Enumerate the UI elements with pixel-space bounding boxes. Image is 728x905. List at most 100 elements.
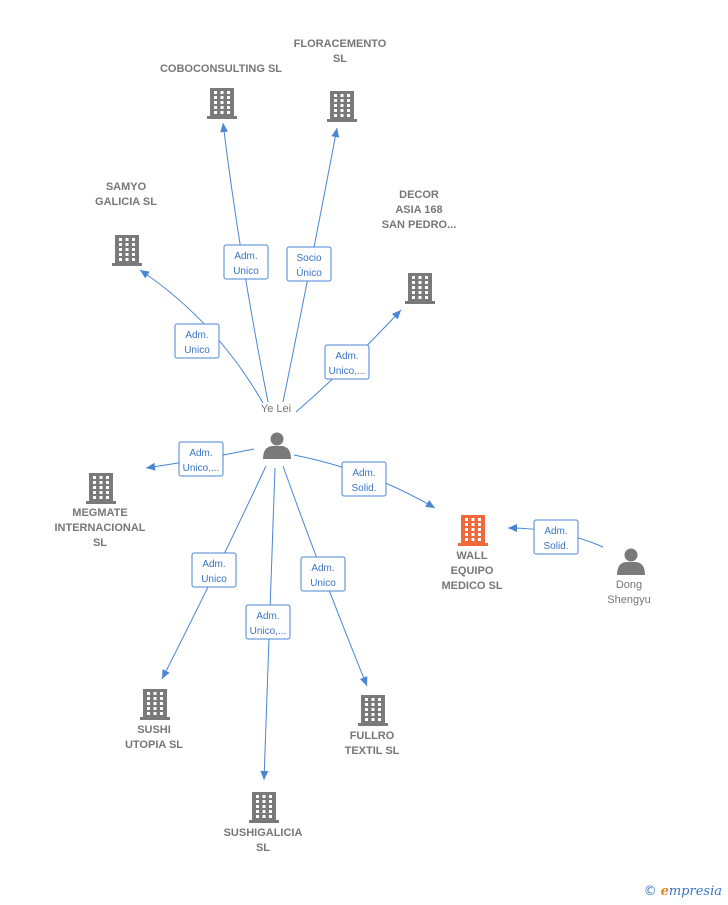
- edge-label-line: Unico,...: [329, 366, 366, 377]
- edge-label-line: Unico: [233, 266, 259, 277]
- building-icon-megmate[interactable]: [86, 473, 116, 504]
- edge-label-badge[interactable]: Adm. Unico: [223, 244, 269, 280]
- company-name-decor-line: DECOR: [399, 189, 439, 201]
- building-icon-floracemento[interactable]: [327, 91, 357, 122]
- company-name-sushi_utopia: SUSHI UTOPIA SL: [125, 724, 183, 751]
- edge-label-text: Adm. Unico: [310, 563, 336, 589]
- edge-label-text: Adm. Unico,...: [183, 448, 220, 474]
- edge-label-badge[interactable]: Adm. Unico: [191, 552, 237, 588]
- company-name-decor-line: ASIA 168: [395, 204, 442, 216]
- brand-name: mpresia: [668, 884, 722, 899]
- company-name-floracemento-line: FLORACEMENTO: [294, 38, 387, 50]
- edge-ye_lei-fullro: Adm. Unico: [282, 465, 368, 687]
- company-name-fullro: FULLRO TEXTIL SL: [345, 730, 400, 757]
- edge-label-text: Adm. Unico: [201, 559, 227, 585]
- edge-label-line: Unico: [201, 574, 227, 585]
- person-name-dong-line: Shengyu: [607, 594, 650, 606]
- company-name-wall: WALL EQUIPO MEDICO SL: [441, 550, 502, 592]
- company-name-fullro-line: TEXTIL SL: [345, 745, 400, 757]
- edge-label-line: Adm.: [256, 611, 279, 622]
- edge-label-badge[interactable]: Adm. Unico,...: [324, 344, 370, 380]
- edge-label-text: Adm. Unico: [184, 330, 210, 356]
- building-icon-sushigalicia[interactable]: [249, 792, 279, 823]
- edge-ye_lei-wall: Adm. Solid.: [293, 454, 436, 509]
- arrowhead-icon: [146, 462, 156, 471]
- company-name-wall-line: MEDICO SL: [441, 580, 502, 592]
- person-icon-dong[interactable]: [617, 548, 645, 576]
- arrowhead-icon: [140, 270, 150, 279]
- edge-label-line: Adm.: [335, 351, 358, 362]
- building-icon-sushi_utopia[interactable]: [140, 689, 170, 720]
- edge-dong-wall: Adm. Solid.: [507, 519, 604, 555]
- company-name-megmate-line: INTERNACIONAL: [54, 522, 145, 534]
- arrowhead-icon: [508, 524, 517, 532]
- edge-label-line: Socio: [296, 253, 321, 264]
- edge-label-text: Adm. Solid.: [351, 468, 376, 494]
- edge-label-line: Unico,...: [183, 463, 220, 474]
- arrowhead-icon: [359, 676, 368, 686]
- edge-label-line: Unico: [310, 578, 336, 589]
- arrowhead-icon: [220, 123, 229, 133]
- company-name-sushi_utopia-line: SUSHI: [137, 724, 171, 736]
- edge-ye_lei-megmate: Adm. Unico,...: [145, 441, 255, 477]
- edge-ye_lei-sushigalicia: Adm. Unico,...: [245, 467, 291, 781]
- building-icon-samyo[interactable]: [112, 235, 142, 266]
- person-name-ye-lei: Ye Lei: [261, 403, 291, 415]
- edge-label-line: Solid.: [351, 483, 376, 494]
- edge-label-badge[interactable]: Adm. Unico: [300, 556, 346, 592]
- person-icon-ye-lei[interactable]: [263, 432, 291, 460]
- edge-label-line: Solid.: [543, 541, 568, 552]
- edge-label-text: Adm. Solid.: [543, 526, 568, 552]
- arrowhead-icon: [425, 500, 435, 508]
- building-icon-fullro[interactable]: [358, 695, 388, 726]
- person-name-ye-lei-line: Ye Lei: [261, 403, 291, 415]
- company-name-coboconsulting-line: COBOCONSULTING SL: [160, 63, 282, 75]
- company-name-samyo-line: SAMYO: [106, 181, 147, 193]
- edge-ye_lei-decor: Adm. Unico,...: [295, 309, 402, 413]
- company-name-wall-line: WALL: [456, 550, 487, 562]
- edge-ye_lei-samyo: Adm. Unico: [139, 269, 264, 404]
- company-name-sushi_utopia-line: UTOPIA SL: [125, 739, 183, 751]
- arrowhead-icon: [331, 128, 340, 138]
- edge-label-badge[interactable]: Adm. Solid.: [533, 519, 579, 555]
- company-name-floracemento: FLORACEMENTO SL: [294, 38, 387, 65]
- arrowhead-icon: [162, 669, 170, 679]
- edge-label-line: Adm.: [311, 563, 334, 574]
- edge-label-line: Adm.: [189, 448, 212, 459]
- company-name-decor-line: SAN PEDRO...: [382, 219, 457, 231]
- company-name-sushigalicia-line: SUSHIGALICIA: [224, 827, 303, 839]
- building-icon-coboconsulting[interactable]: [207, 88, 237, 119]
- edge-label-text: Adm. Unico: [233, 251, 259, 277]
- building-icon-wall[interactable]: [458, 515, 488, 546]
- edge-ye_lei-sushi_utopia: Adm. Unico: [161, 465, 267, 680]
- edge-label-line: Unico,...: [250, 626, 287, 637]
- edge-label-line: Unico: [184, 345, 210, 356]
- edge-label-line: Único: [296, 266, 322, 279]
- edge-label-line: Adm.: [544, 526, 567, 537]
- edge-label-line: Adm.: [185, 330, 208, 341]
- edge-label-line: Adm.: [202, 559, 225, 570]
- company-name-sushigalicia-line: SL: [256, 842, 270, 854]
- edge-label-text: Adm. Unico,...: [250, 611, 287, 637]
- edge-label-line: Adm.: [352, 468, 375, 479]
- company-name-wall-line: EQUIPO: [451, 565, 494, 577]
- brand-footer: ©empresia: [644, 884, 722, 899]
- company-name-fullro-line: FULLRO: [350, 730, 395, 742]
- building-icon-decor[interactable]: [405, 273, 435, 304]
- edge-label-badge[interactable]: Adm. Unico: [174, 323, 220, 359]
- edge-label-badge[interactable]: Adm. Solid.: [341, 461, 387, 497]
- company-name-megmate-line: SL: [93, 537, 107, 549]
- edge-label-line: Adm.: [234, 251, 257, 262]
- company-name-sushigalicia: SUSHIGALICIA SL: [224, 827, 303, 854]
- edge-label-badge[interactable]: Adm. Unico,...: [178, 441, 224, 477]
- edge-label-badge[interactable]: Adm. Unico,...: [245, 604, 291, 640]
- company-name-floracemento-line: SL: [333, 53, 347, 65]
